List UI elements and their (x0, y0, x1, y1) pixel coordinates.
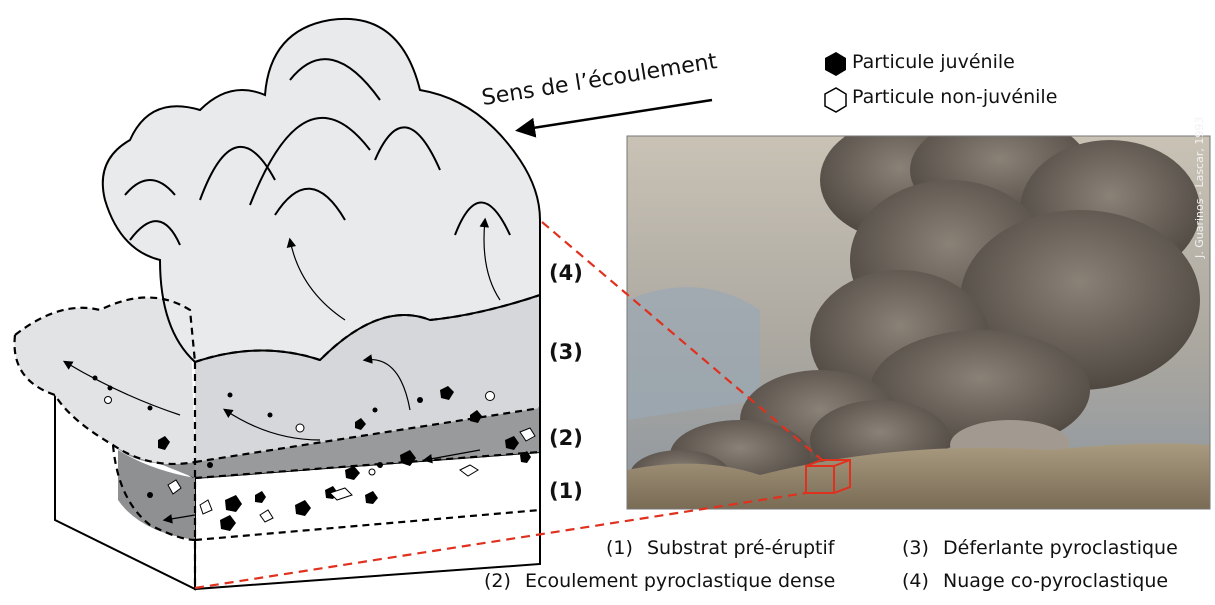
flow-arrows (62, 217, 501, 524)
cloud-turbulence (124, 58, 511, 246)
zoom-guide-lines (194, 221, 823, 590)
photo-credit: J. Guarinos - Lascar, 1993 (1193, 116, 1206, 258)
layer-boundaries (13, 293, 541, 588)
layer-label-4: (4) (549, 261, 583, 285)
flow-direction-arrow (515, 98, 713, 138)
juvenile-particle-icon (825, 52, 846, 76)
caption-3-num: (3) (902, 537, 929, 559)
caption-1-text: Substrat pré-éruptif (647, 537, 835, 559)
caption-2-text: Ecoulement pyroclastique dense (525, 570, 836, 592)
caption-1-num: (1) (606, 537, 633, 559)
caption-3-text: Déferlante pyroclastique (943, 537, 1178, 559)
layer-label-1: (1) (549, 479, 583, 503)
juvenile-particles (92, 375, 531, 531)
legend-juvenile-label: Particule juvénile (852, 51, 1015, 73)
caption-4-num: (4) (902, 570, 929, 592)
dense-flow-front (118, 450, 195, 540)
caption-2-num: (2) (484, 570, 511, 592)
layer-label-3: (3) (549, 340, 583, 364)
surge-left (14, 297, 195, 464)
legend-non-juvenile-label: Particule non-juvénile (852, 86, 1058, 108)
legend-juvenile: Particule juvénile (852, 51, 1015, 73)
non-juvenile-particle-icon (824, 87, 847, 113)
surge-layer (195, 295, 540, 462)
co-pyroclastic-cloud (101, 17, 541, 364)
legend-non-juvenile: Particule non-juvénile (852, 86, 1057, 108)
caption-4-text: Nuage co-pyroclastique (943, 570, 1169, 592)
non-juvenile-particles (104, 391, 536, 523)
volcano-photo (627, 136, 1210, 509)
layer-label-2: (2) (549, 426, 583, 450)
